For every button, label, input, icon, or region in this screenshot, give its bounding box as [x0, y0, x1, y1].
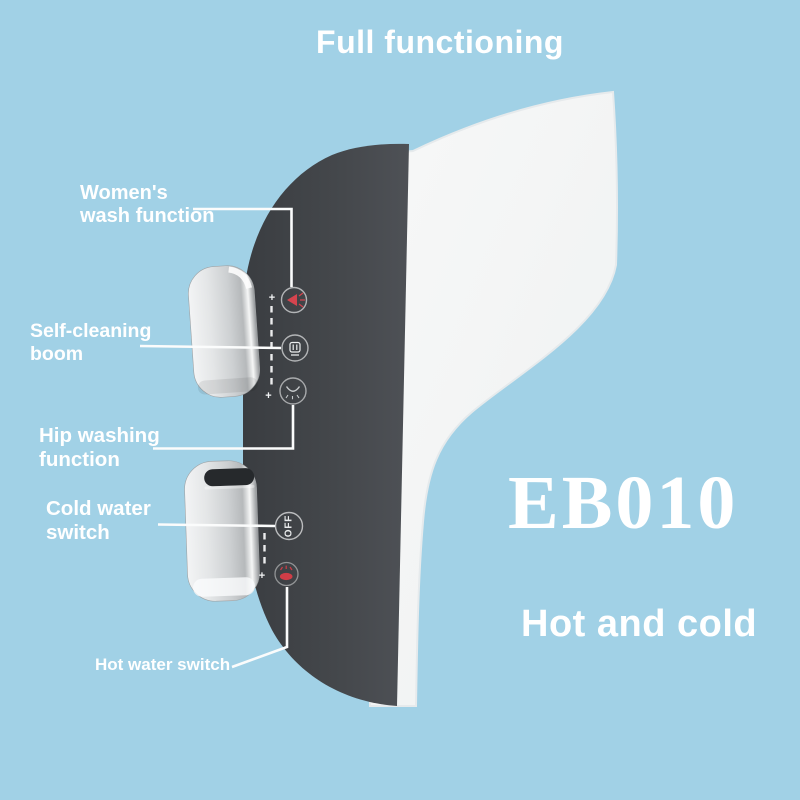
knob-lip-highlight [193, 577, 255, 597]
label-hip-washing: Hip washing function [39, 424, 160, 471]
bidet-body [369, 90, 618, 707]
water-control-knob [184, 460, 260, 602]
leader-hot-water [231, 587, 289, 669]
hip-wash-icon [279, 377, 307, 405]
label-womens-wash: Women's wash function [80, 182, 215, 228]
off-label: OFF [284, 515, 295, 537]
product-tagline: Hot and cold [521, 603, 758, 645]
hot-water-icon [274, 561, 299, 587]
label-self-cleaning-boom: Self-cleaning boom [30, 320, 152, 365]
leader-womens-wash [193, 207, 293, 287]
control-panel [243, 143, 409, 707]
increase-mark-top: + [269, 292, 275, 304]
label-cold-water-switch: Cold water switch [46, 497, 151, 544]
leader-hip-washing [153, 405, 295, 450]
self-cleaning-boom-icon [281, 334, 309, 362]
leader-cold-water [157, 523, 276, 528]
increase-mark-bottom: + [265, 390, 271, 402]
product-model: EB010 [508, 461, 739, 545]
knob-slot [204, 468, 255, 487]
leader-self-cleaning [139, 344, 282, 350]
label-hot-water-switch: Hot water switch [95, 655, 231, 674]
page-title: Full functioning [316, 24, 564, 60]
off-dial-mark: OFF [274, 511, 304, 541]
womens-wash-icon [280, 286, 308, 314]
increase-mark-lower: + [259, 570, 265, 582]
knob-highlight [228, 266, 252, 290]
function-control-knob [188, 265, 261, 398]
